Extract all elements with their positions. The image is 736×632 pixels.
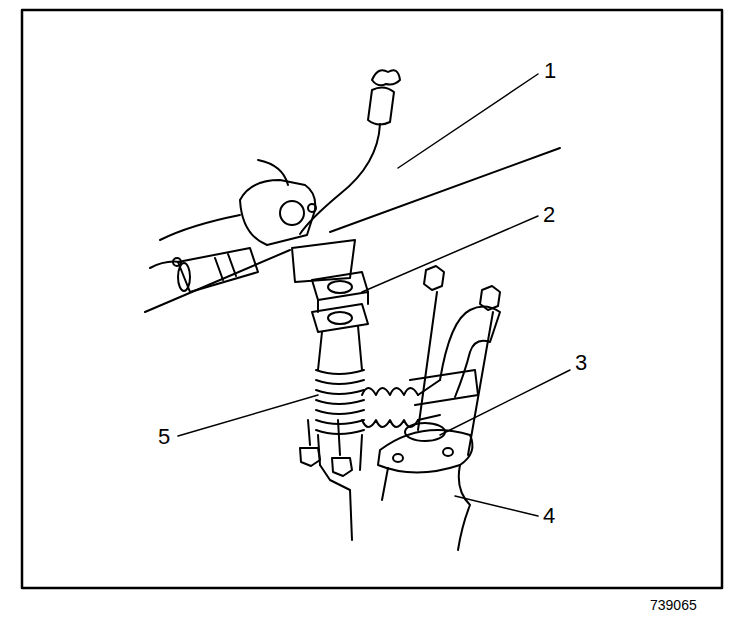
callout-number: 3 <box>575 352 587 374</box>
bolt-shank <box>418 292 437 430</box>
pipe-outline <box>258 160 288 185</box>
callout-number: 5 <box>158 426 170 448</box>
pipe-outline <box>160 215 240 240</box>
pipe-outline <box>318 326 362 370</box>
lower-outline <box>320 465 352 540</box>
callout-number: 1 <box>544 60 556 82</box>
leader-line <box>455 496 538 516</box>
bolt-head <box>300 448 320 466</box>
pipe-outline <box>150 262 180 268</box>
figure-number: 739065 <box>650 598 697 612</box>
flange-hole <box>443 448 453 456</box>
bolt-shank <box>468 312 493 455</box>
upper-flange <box>410 370 478 405</box>
bracket-hole <box>280 201 304 225</box>
hanger-bracket <box>240 180 315 245</box>
callout-number: 4 <box>543 505 555 527</box>
leader-line <box>440 370 570 435</box>
lower-pipe <box>382 465 470 550</box>
lower-flange <box>378 430 472 473</box>
flange-hole <box>393 454 403 462</box>
frame-border <box>22 10 722 588</box>
oxygen-sensor <box>368 87 394 124</box>
flange <box>312 272 368 300</box>
left-pipe <box>178 248 258 292</box>
flange <box>312 304 368 332</box>
sensor-connector <box>372 70 400 85</box>
callout-number: 2 <box>543 204 555 226</box>
bolt-shank <box>308 420 310 445</box>
bolt-shank <box>338 420 340 455</box>
leader-line <box>362 216 538 292</box>
bolt-head <box>424 266 444 290</box>
leader-line <box>398 74 538 168</box>
gasket <box>405 423 445 441</box>
bellows <box>316 370 364 434</box>
bolt-head <box>332 458 352 476</box>
flange-hole <box>328 312 352 324</box>
rail-line <box>145 250 290 312</box>
bracket-hole <box>308 204 316 212</box>
bellows <box>362 388 418 395</box>
rail-line <box>330 148 560 232</box>
flange-edge <box>318 292 368 312</box>
gasket-plate <box>292 240 355 282</box>
flange-hole <box>328 281 352 293</box>
leader-line <box>178 395 318 436</box>
pipe-end <box>178 263 190 291</box>
bolt-head <box>480 286 500 310</box>
pipe-ribs <box>215 254 236 280</box>
